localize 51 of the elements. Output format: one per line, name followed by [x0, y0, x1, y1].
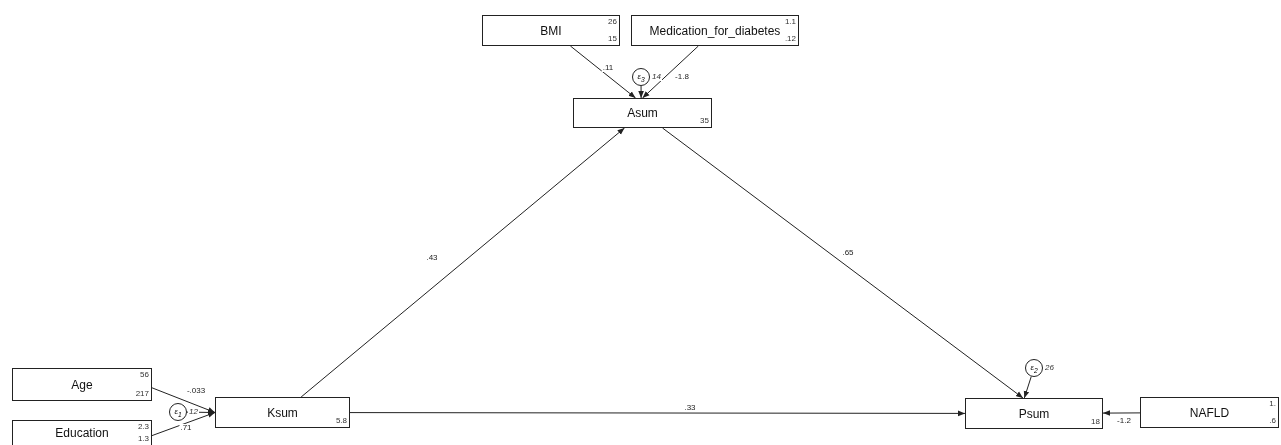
- variable-name: Age: [71, 377, 93, 392]
- value-label: 18: [1091, 418, 1100, 426]
- value-label: 26: [1044, 364, 1055, 372]
- variable-box: [12, 420, 152, 445]
- arrow: [662, 127, 1024, 399]
- value-label: 15: [608, 35, 617, 43]
- edge-label: -1.2: [1116, 417, 1132, 425]
- arrow: [186, 409, 216, 416]
- variable-box: [965, 398, 1103, 429]
- value-label: .12: [784, 35, 796, 43]
- edge-label: -.033: [185, 387, 207, 395]
- edge-label: .11: [601, 64, 615, 72]
- value-label: 14: [651, 73, 662, 81]
- arrow: [151, 387, 216, 413]
- variable-name: Education: [55, 426, 109, 440]
- arrow: [569, 45, 637, 99]
- value-label: .6: [1269, 417, 1276, 425]
- variable-box: [12, 368, 152, 401]
- arrow: [638, 85, 644, 99]
- arrow: [1023, 376, 1032, 399]
- value-label: 12: [188, 408, 199, 416]
- edge-label: .43: [425, 254, 439, 262]
- variable-name: Ksum: [267, 405, 298, 420]
- value-label: 217: [135, 390, 149, 398]
- value-label: 2.3: [137, 423, 149, 431]
- value-label: 1.1: [784, 18, 796, 26]
- value-label: 1.3: [137, 435, 149, 443]
- edge-label: .33: [683, 404, 697, 412]
- value-label: 56: [140, 371, 149, 379]
- arrow: [642, 45, 699, 99]
- variable-box: [1140, 397, 1279, 428]
- variable-box: [573, 98, 712, 128]
- arrow: [349, 410, 966, 417]
- variable-box: [631, 15, 799, 46]
- arrow: [300, 127, 625, 398]
- value-label: 26: [608, 18, 617, 26]
- variable-box: [215, 397, 350, 428]
- variable-name: NAFLD: [1189, 405, 1230, 420]
- arrow: [151, 412, 216, 437]
- variable-box: [482, 15, 620, 46]
- edge-label: .65: [841, 249, 855, 257]
- arrow: [1102, 410, 1141, 416]
- edge-label: .71: [179, 424, 193, 432]
- variable-name: Asum: [627, 106, 658, 120]
- value-label: 35: [700, 117, 709, 125]
- variable-name: Psum: [1018, 406, 1050, 421]
- edge-label: -1.8: [674, 73, 690, 81]
- variable-name: Medication_for_diabetes: [649, 23, 781, 38]
- variable-name: BMI: [540, 23, 562, 38]
- value-label: 5.8: [335, 417, 347, 425]
- value-label: 1.: [1269, 400, 1276, 408]
